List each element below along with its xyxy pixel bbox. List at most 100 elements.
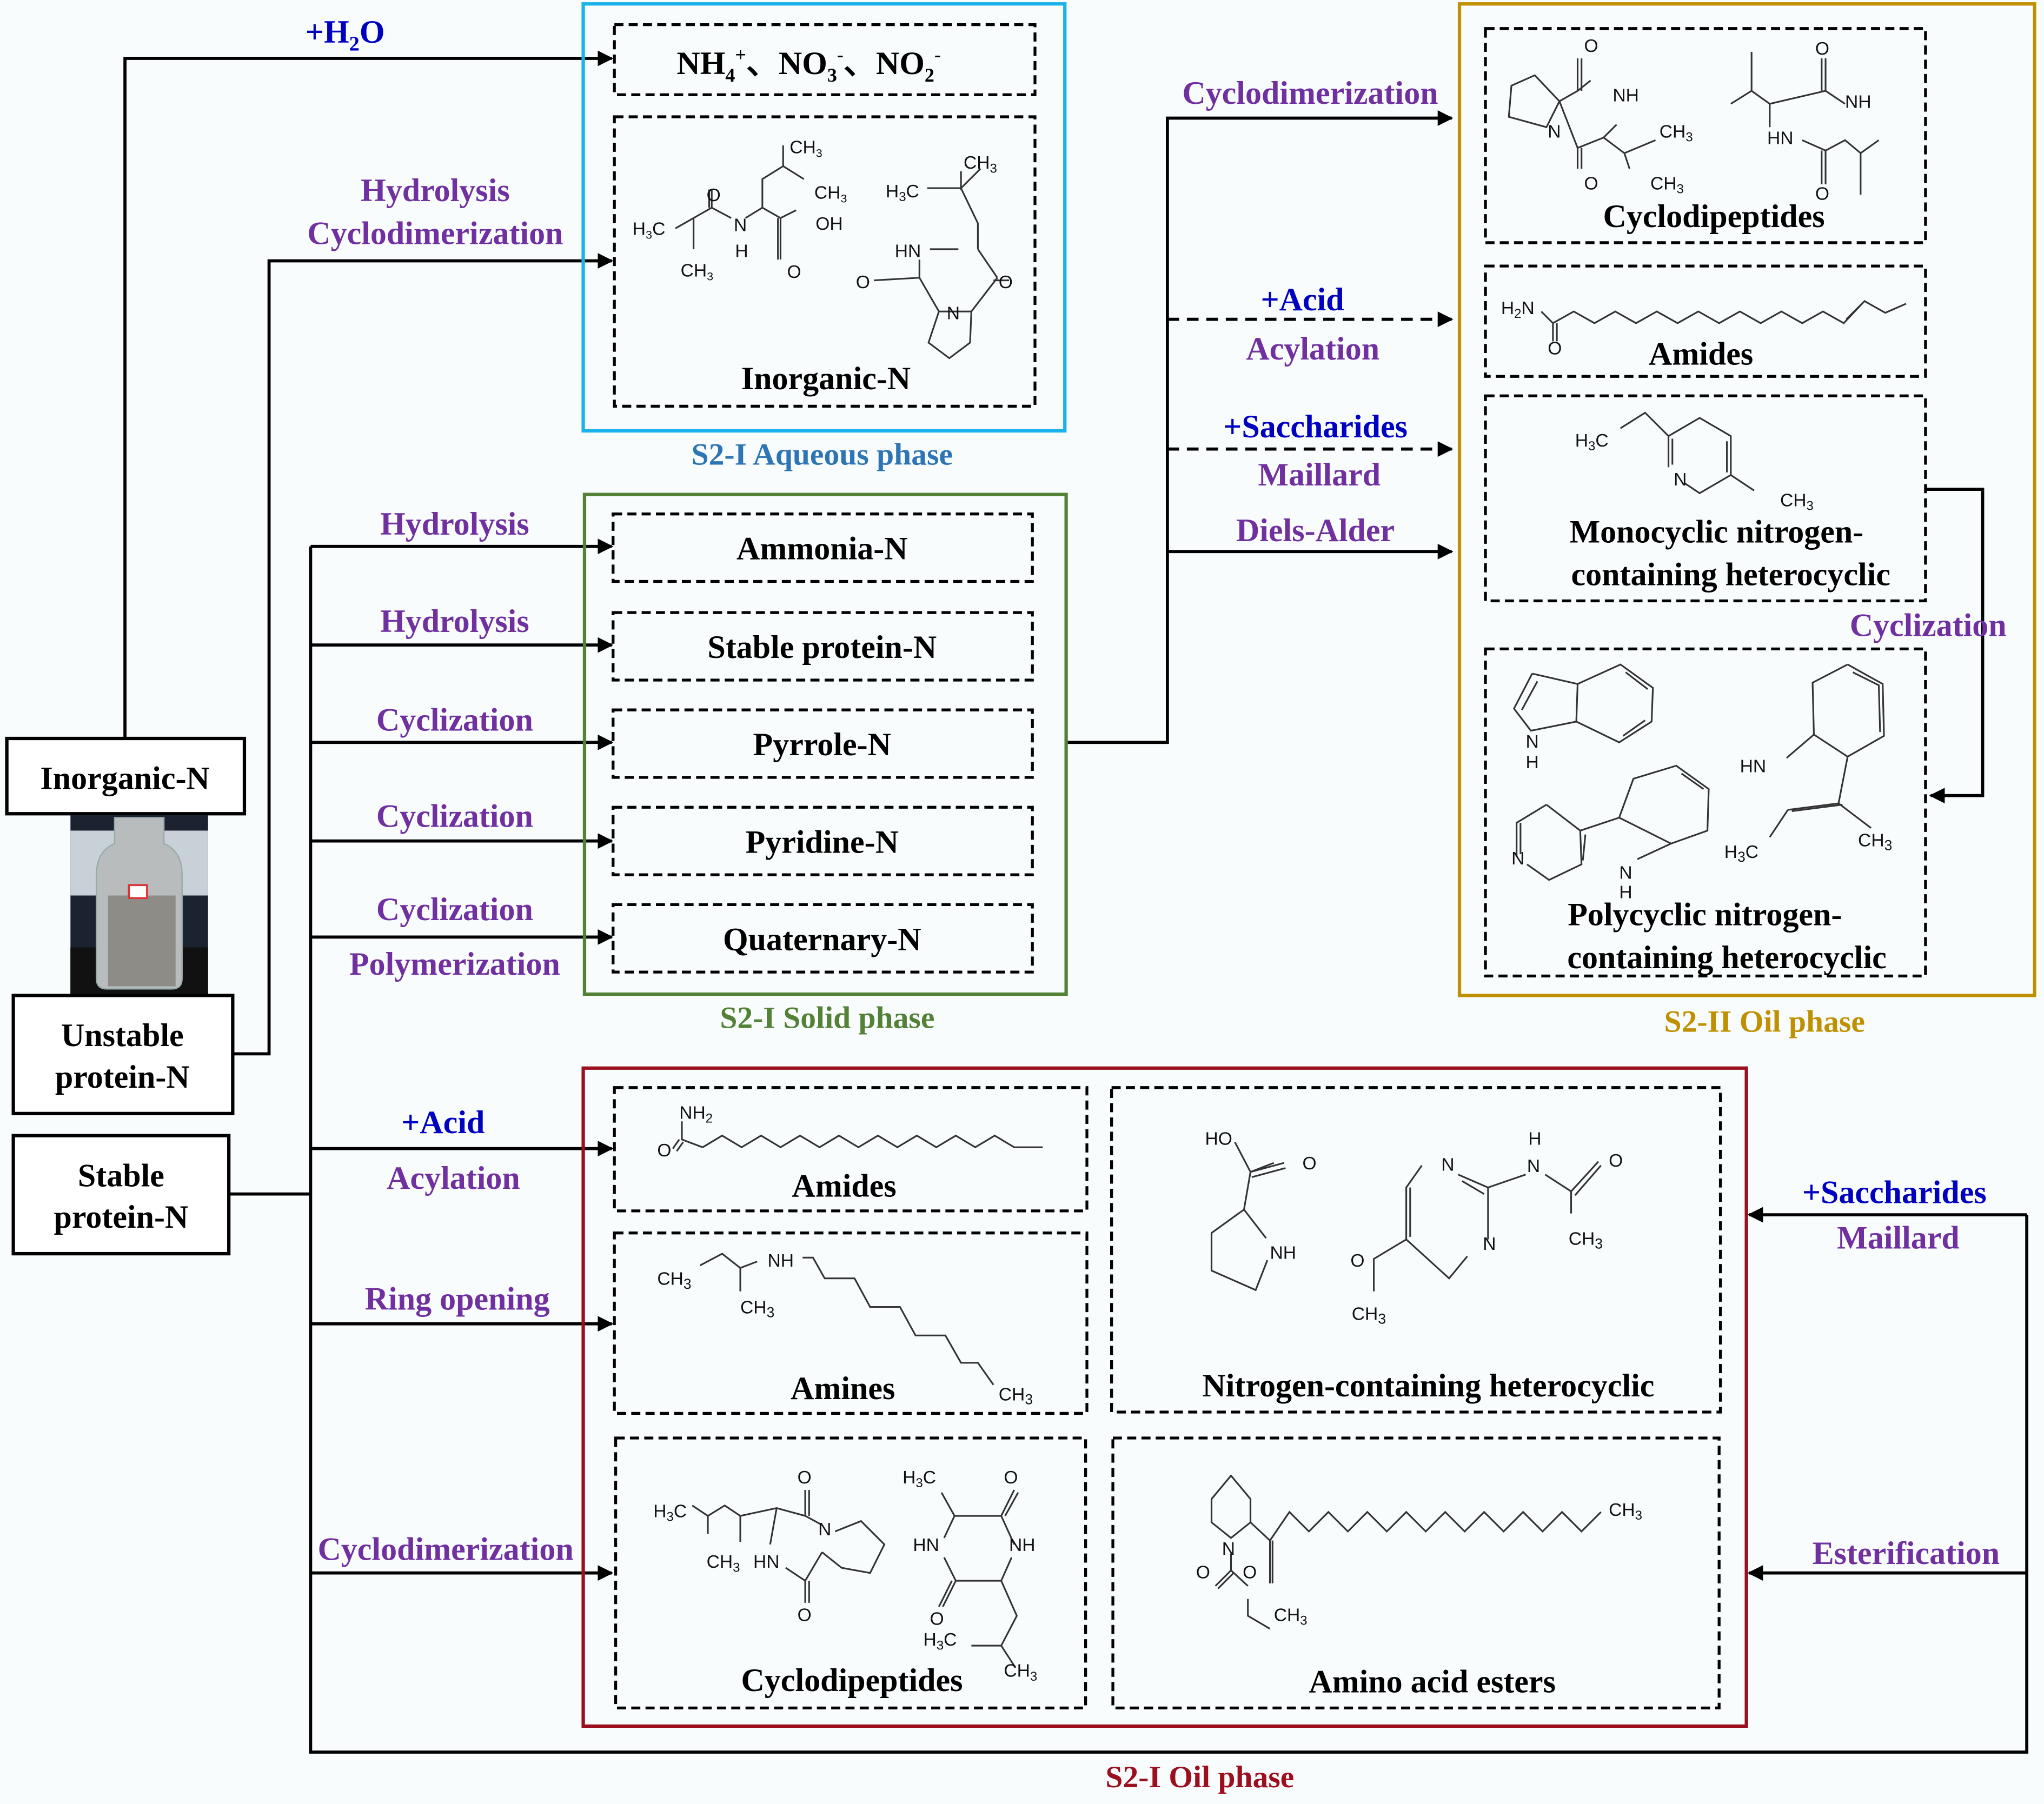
svg-text:O: O: [798, 1605, 812, 1625]
source-unstable-label-2: protein-N: [55, 1059, 190, 1095]
svg-text:H: H: [1525, 753, 1538, 773]
structure-beta-carboline: N N H: [1511, 764, 1710, 902]
svg-text:N: N: [1441, 1155, 1454, 1175]
solid-phase-group: S2-I Solid phase Ammonia-N Stable protei…: [582, 492, 1068, 1035]
svg-text:H: H: [1528, 1129, 1541, 1149]
oil1-esters-box[interactable]: N O O CH3 CH3 Amino acid esters: [1111, 1436, 1721, 1709]
svg-text:N: N: [1548, 122, 1561, 142]
oil2-monocyclic-box[interactable]: H3C N CH3 Monocyclic nitrogen- containin…: [1484, 394, 1927, 603]
oil1-cyclodipeptides-label: Cyclodipeptides: [741, 1662, 963, 1698]
oil1-heterocyclic-label: Nitrogen-containing heterocyclic: [1202, 1368, 1654, 1403]
svg-text:O: O: [1350, 1251, 1364, 1271]
solid-phase-title: S2-I Solid phase: [720, 1001, 934, 1035]
source-unstable-protein-n[interactable]: Unstable protein-N: [11, 994, 235, 1115]
oil2-poly-label-2: containing heterocyclic: [1567, 940, 1886, 975]
oil1-amides-box[interactable]: NH2 O Amides: [613, 1086, 1089, 1213]
oil2-cyclodipeptides-box[interactable]: O NH N CH3 O CH3 O NH HN O Cyclodipeptid…: [1484, 27, 1927, 244]
svg-text:O: O: [930, 1609, 944, 1629]
svg-text:N: N: [734, 215, 747, 235]
label-oil1-acylation: Acylation: [387, 1160, 520, 1196]
solid-item-label: Pyrrole-N: [753, 727, 891, 762]
svg-text:NH: NH: [767, 1251, 794, 1271]
svg-text:HN: HN: [895, 241, 921, 261]
ions-formula: NH4+、NO3-、NO2-: [676, 44, 941, 86]
svg-text:O: O: [1548, 338, 1562, 358]
solid-item-label: Stable protein-N: [707, 629, 937, 665]
label-oil2-maillard: Maillard: [1258, 457, 1381, 492]
label-h2o: +H2O: [306, 14, 385, 55]
oil2-polycyclic-box[interactable]: N H N N H HN H3C CH3 Polycyclic nitrogen…: [1484, 647, 1927, 977]
oil1-phase-frame: [581, 1066, 1748, 1728]
oil1-heterocyclic-box[interactable]: HO O NH N H N O N CH3 O CH3 Nitrogen-con…: [1110, 1086, 1722, 1414]
solid-item-label: Ammonia-N: [736, 531, 908, 567]
oil2-mono-label-1: Monocyclic nitrogen-: [1569, 514, 1863, 550]
aqueous-organic-box[interactable]: H3C CH3 O N H CH3 CH3 OH O CH3 H3C HN O …: [613, 115, 1037, 408]
label-oil1-ring-opening: Ring opening: [365, 1281, 550, 1316]
svg-text:O: O: [1004, 1468, 1018, 1488]
label-oil1-maillard: Maillard: [1837, 1220, 1960, 1255]
svg-text:N: N: [1222, 1539, 1235, 1559]
oil1-amines-label: Amines: [791, 1370, 895, 1406]
label-solid-3: Cyclization: [376, 798, 533, 834]
svg-text:HO: HO: [1205, 1129, 1232, 1149]
arrow-cyclization-poly: [1927, 488, 1985, 804]
oil2-phase-title: S2-II Oil phase: [1664, 1005, 1865, 1039]
label-cyclodimerization: Cyclodimerization: [307, 215, 563, 251]
structure-acetamido-pyrimidine: N H N O N CH3 O CH3: [1350, 1129, 1623, 1327]
svg-text:HN: HN: [1740, 756, 1767, 776]
label-oil2-saccharides: +Saccharides: [1223, 409, 1408, 444]
solid-item-pyridine[interactable]: Pyridine-N: [612, 806, 1034, 876]
oil2-amides-box[interactable]: H2N O Amides: [1484, 264, 1927, 378]
svg-text:O: O: [999, 272, 1013, 292]
source-stable-label-1: Stable: [78, 1157, 164, 1193]
structure-unsaturated-amide: H2N O: [1501, 298, 1907, 358]
oil2-phase-frame: [1457, 2, 2036, 997]
svg-text:O: O: [787, 262, 801, 282]
arrow-hydrolysis-cyclodimerization: [233, 253, 614, 1056]
svg-text:HN: HN: [913, 1535, 939, 1555]
svg-text:O: O: [1584, 174, 1598, 194]
svg-text:H: H: [1619, 882, 1632, 902]
oil2-poly-label-1: Polycyclic nitrogen-: [1568, 897, 1842, 933]
label-oil2-acylation: Acylation: [1246, 331, 1379, 367]
svg-text:NH: NH: [1612, 85, 1639, 105]
structure-indole: N H: [1513, 663, 1654, 773]
svg-text:N: N: [947, 304, 960, 324]
arrow-oil2-cyclodipeptides: [1066, 110, 1454, 744]
source-stable-label-2: protein-N: [54, 1199, 188, 1235]
svg-text:H3C: H3C: [633, 219, 666, 242]
solid-item-label: Pyridine-N: [746, 824, 899, 860]
svg-text:O: O: [707, 185, 721, 205]
label-oil1-saccharides: +Saccharides: [1802, 1174, 1987, 1210]
svg-text:CH3: CH3: [1569, 1229, 1603, 1252]
svg-text:HN: HN: [1767, 128, 1794, 148]
svg-text:O: O: [657, 1141, 671, 1161]
svg-text:N: N: [1619, 863, 1632, 883]
structure-hexadecanamide: NH2 O: [657, 1103, 1043, 1161]
source-inorganic-n[interactable]: Inorganic-N: [5, 736, 247, 816]
source-stable-protein-n[interactable]: Stable protein-N: [11, 1134, 231, 1256]
ions-box[interactable]: NH4+、NO3-、NO2-: [613, 23, 1037, 96]
svg-text:O: O: [1196, 1562, 1210, 1582]
solid-item-ammonia[interactable]: Ammonia-N: [612, 512, 1034, 583]
svg-text:O: O: [1584, 36, 1598, 56]
structure-cyclo-leu-pro: CH3 H3C HN O O N: [856, 153, 1013, 360]
solid-item-stable-protein[interactable]: Stable protein-N: [612, 611, 1034, 682]
oil1-phase-title: S2-I Oil phase: [1105, 1760, 1294, 1794]
solid-item-pyrrole[interactable]: Pyrrole-N: [612, 708, 1034, 779]
arrow-h2o: [123, 50, 614, 739]
aqueous-organic-label: Inorganic-N: [741, 361, 911, 396]
solid-item-quaternary[interactable]: Quaternary-N: [612, 903, 1034, 974]
svg-text:O: O: [1303, 1154, 1317, 1174]
svg-text:N: N: [1525, 732, 1538, 752]
svg-text:NH: NH: [1009, 1535, 1036, 1555]
reaction-labels: +H2O Hydrolysis Cyclodimerization Hydrol…: [306, 14, 2007, 1571]
structure-proline: HO O NH: [1205, 1129, 1317, 1292]
structure-cyclo-val-val: O NH HN O: [1730, 39, 1880, 204]
svg-text:O: O: [1815, 39, 1829, 59]
oil1-amines-box[interactable]: CH3 NH CH3 CH3 Amines: [613, 1231, 1089, 1415]
svg-text:O: O: [1609, 1151, 1623, 1171]
oil1-cyclodipeptides-box[interactable]: H3C O N CH3 HN O H3C O HN NH O H3C CH3 C…: [614, 1436, 1087, 1709]
svg-text:N: N: [1674, 470, 1687, 490]
